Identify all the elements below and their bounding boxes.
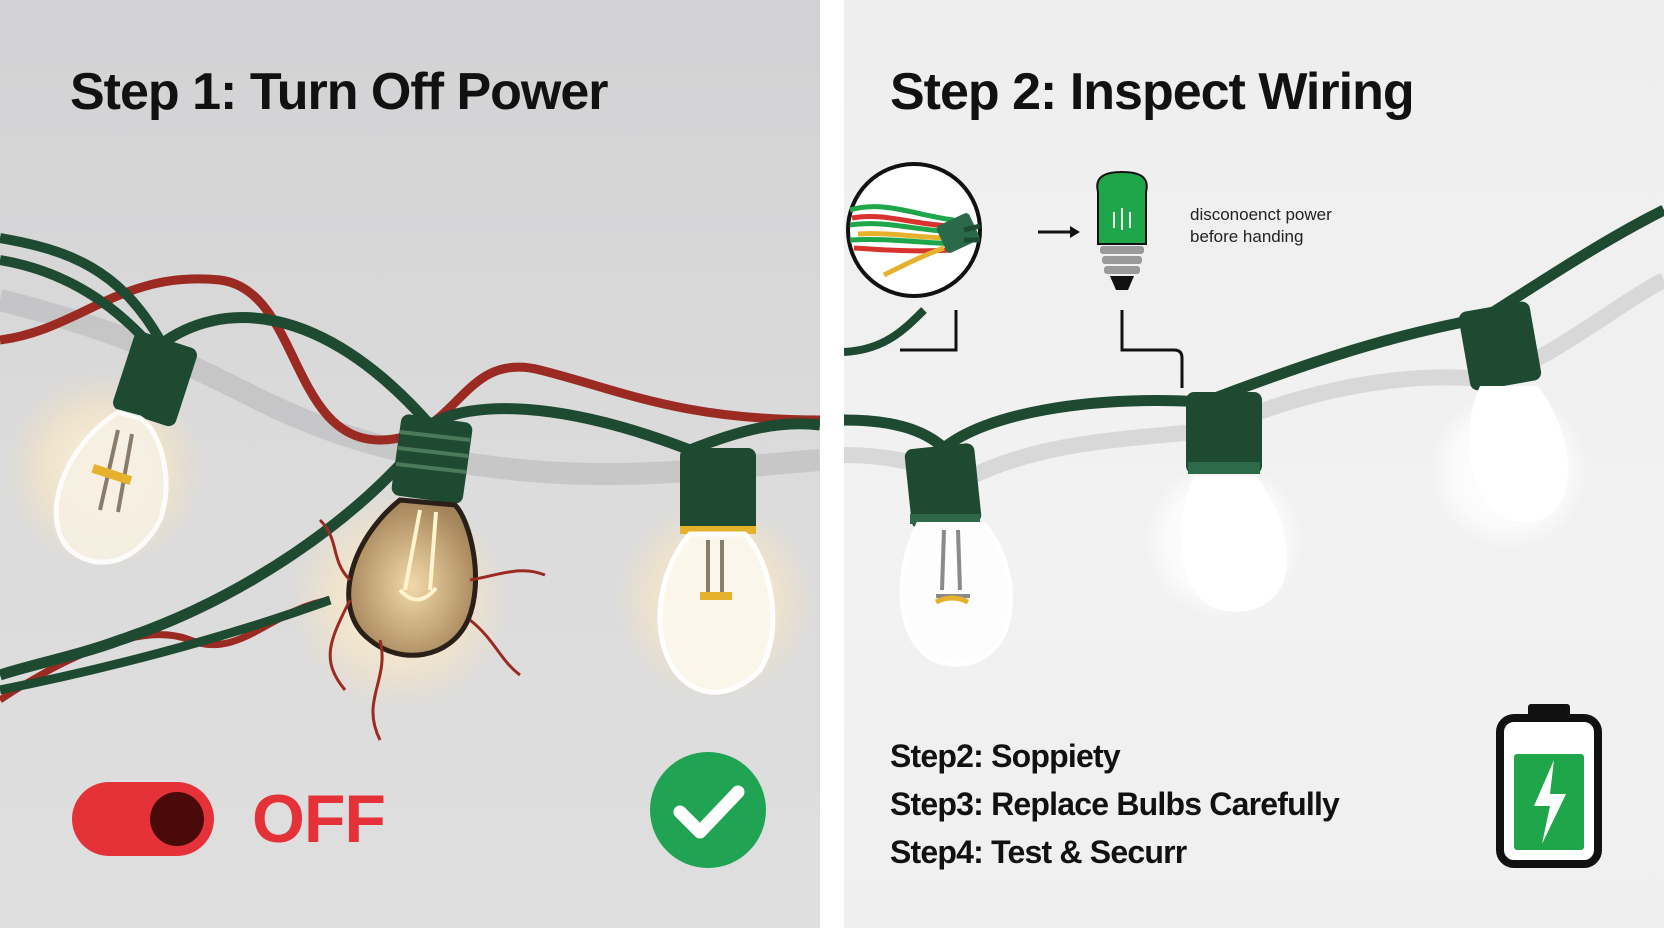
bulb-icon xyxy=(1096,170,1148,290)
light-string-illustration xyxy=(844,162,1664,667)
steps-list: Step2: Soppiety Step3: Replace Bulbs Car… xyxy=(890,732,1340,876)
wiring-note: disconoenct power before handing xyxy=(1190,204,1332,248)
bulb-icon xyxy=(318,414,546,741)
off-label: OFF xyxy=(252,781,386,857)
list-item: Step3: Replace Bulbs Carefully xyxy=(890,786,1340,822)
bulb-icon xyxy=(1458,301,1568,523)
magnifier-icon xyxy=(846,162,982,298)
battery-charging-icon xyxy=(1496,704,1602,868)
bulb-icon xyxy=(899,443,1013,667)
right-panel: Step 2: Inspect Wiring disconoenct power… xyxy=(844,0,1664,928)
light-string-illustration xyxy=(0,233,820,741)
step-2-title: Step 2: Inspect Wiring xyxy=(890,63,1415,121)
panel-divider xyxy=(820,0,844,928)
arrow-right-icon xyxy=(1038,226,1080,238)
list-item: Step4: Test & Securr xyxy=(890,834,1187,870)
bulb-icon xyxy=(1180,392,1288,612)
toggle-knob xyxy=(150,792,204,846)
list-item: Step2: Soppiety xyxy=(890,738,1121,774)
power-toggle-icon[interactable] xyxy=(72,782,214,856)
bulb-icon xyxy=(53,331,197,565)
note-line: before handing xyxy=(1190,227,1304,246)
left-panel: Step 1: Turn Off Power OFF xyxy=(0,0,820,928)
step-1-title: Step 1: Turn Off Power xyxy=(70,63,609,121)
bulb-icon xyxy=(657,448,776,695)
checkmark-icon xyxy=(650,752,766,868)
note-line: disconoenct power xyxy=(1190,205,1332,224)
